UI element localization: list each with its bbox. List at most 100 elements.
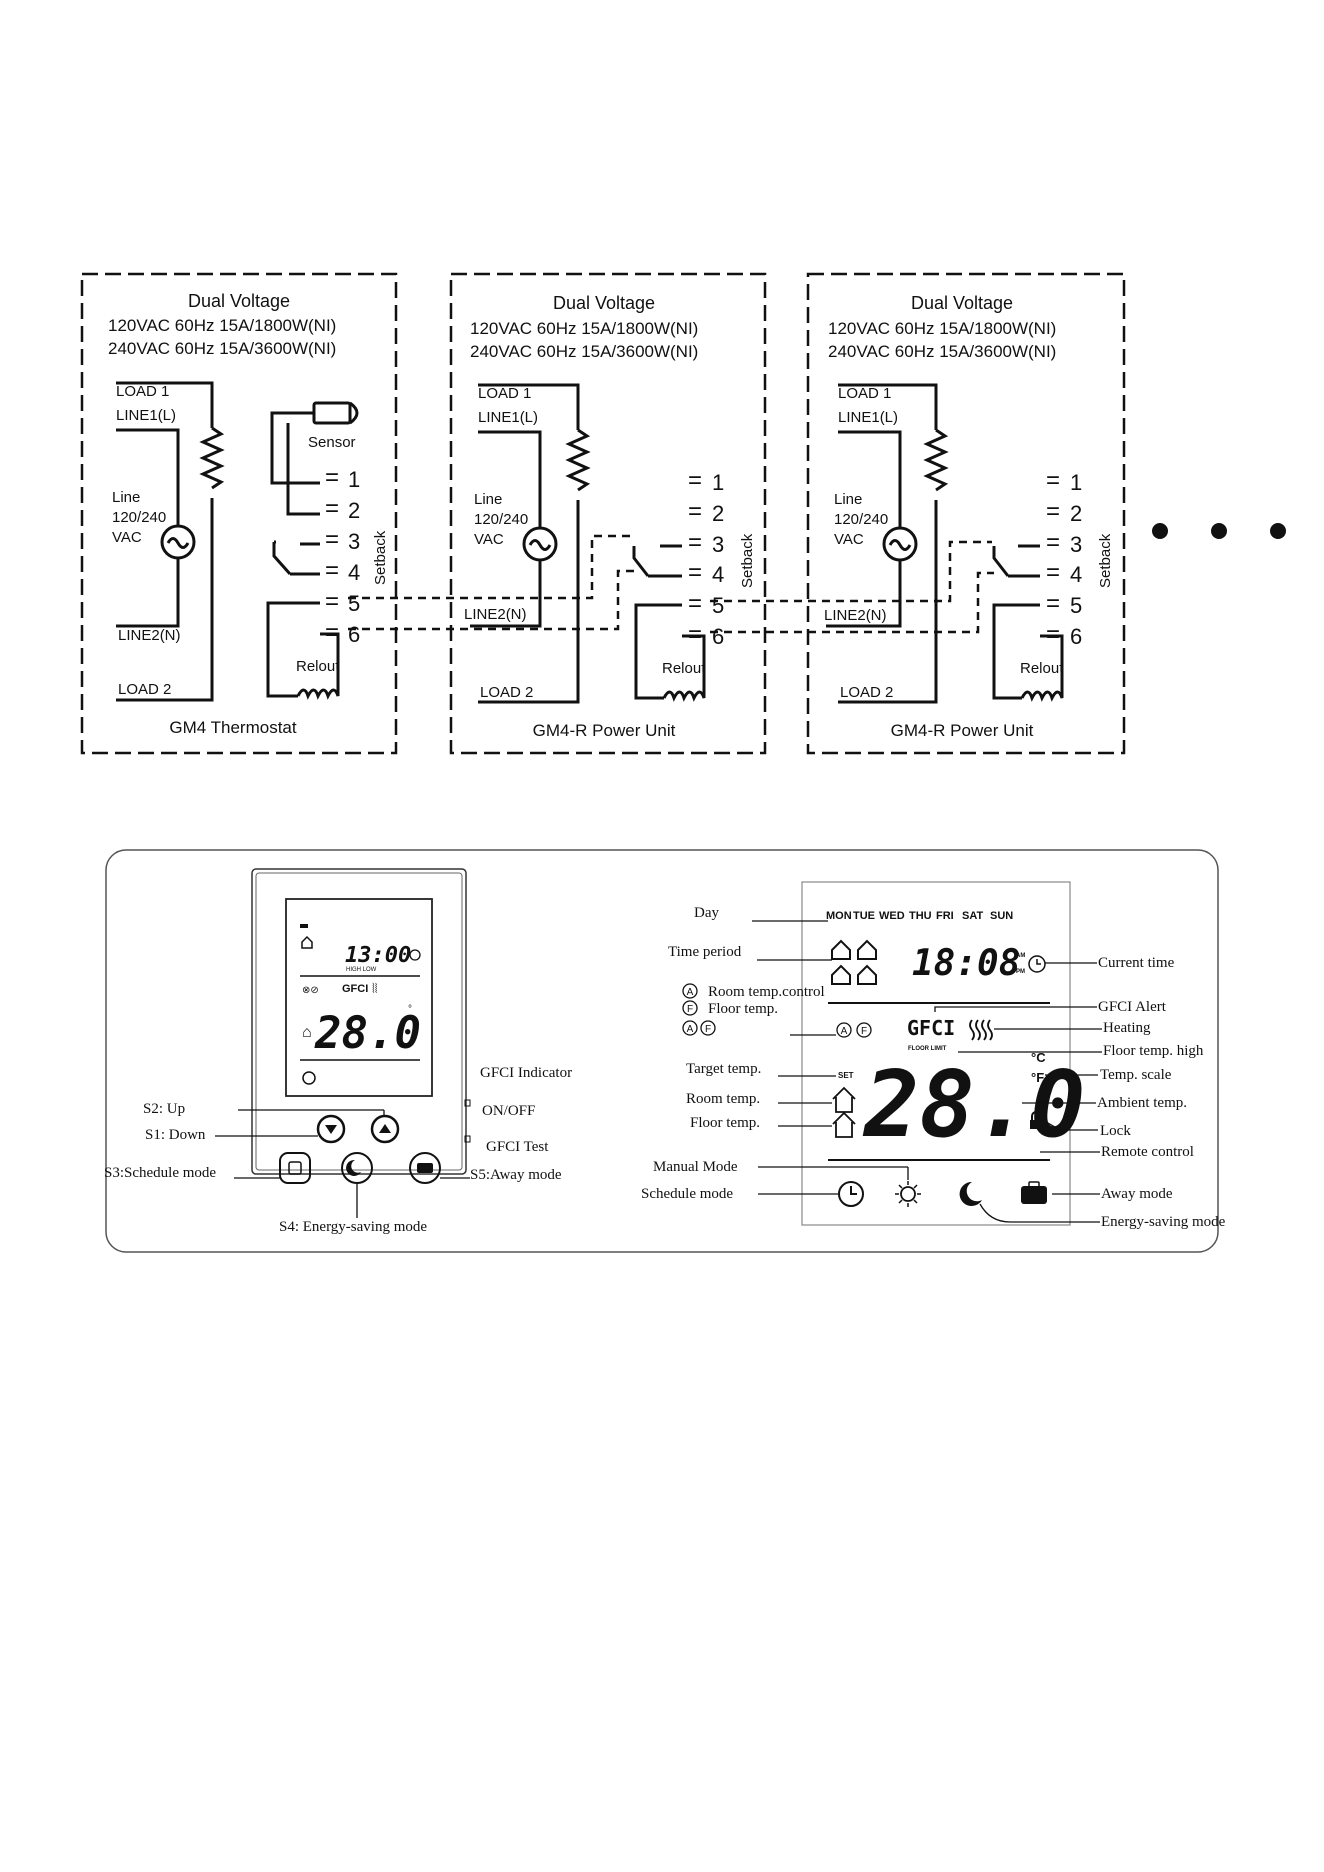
terminal-mark: = <box>688 559 702 586</box>
device-lcd <box>285 898 433 1097</box>
moon-icon <box>346 1159 361 1176</box>
relout-label: Relout <box>296 658 340 675</box>
terminal-mark: = <box>325 464 339 491</box>
lcd-segment-map: MON TUE WED THU FRI SAT SUN 18:08 AM PM <box>801 881 1086 1226</box>
setback-label: Setback <box>1097 533 1114 588</box>
fahrenheit-indicator: °F <box>1031 1070 1044 1085</box>
day-row: MON TUE WED THU FRI SAT SUN <box>826 910 1013 922</box>
terminal-block: = 1 = 2 = 3 = 4 = 5 = 6 <box>1046 467 1082 649</box>
load2-wire <box>838 500 938 704</box>
down-button[interactable] <box>316 1114 346 1144</box>
schedule-button[interactable] <box>279 1152 311 1184</box>
interconnect-wire <box>710 571 994 634</box>
lcd-temp-text: 28.0 <box>314 1008 421 1059</box>
day-tue: TUE <box>853 910 875 922</box>
terminal-block: = 1 = 2 = 3 = 4 = 5 = 6 <box>688 467 724 649</box>
sensor-label: Sensor <box>308 434 356 451</box>
relout-wire-a <box>266 601 320 698</box>
terminal-number: 3 <box>1070 532 1082 557</box>
away-mode-callout: Away mode <box>1101 1186 1173 1202</box>
rating-120: 120VAC 60Hz 15A/1800W(NI) <box>470 319 698 338</box>
floor-temp-icon <box>832 1111 856 1138</box>
up-button[interactable] <box>370 1114 400 1144</box>
load2-label: LOAD 2 <box>840 684 893 701</box>
time-period-callout: Time period <box>668 944 742 960</box>
load1-wire <box>116 381 214 428</box>
sun-rays <box>895 1181 921 1207</box>
unit-frame <box>806 272 1126 755</box>
lock-callout: Lock <box>1100 1123 1131 1139</box>
control-panel-figure: 13:00 HIGH LOW ⊗⊘ GFCI ⦚⦚ ⌂ 28.0 ° <box>104 849 1226 1253</box>
gfci-test-button[interactable] <box>464 1135 471 1143</box>
terminal-number: 6 <box>1070 624 1082 649</box>
line-label-a: Line <box>474 491 502 508</box>
target-temp-callout: Target temp. <box>686 1061 761 1077</box>
terminal-number: 3 <box>712 532 724 557</box>
line-label-b: 120/240 <box>474 511 528 528</box>
gfci-alert-callout: GFCI Alert <box>1098 999 1167 1015</box>
unit-frame <box>449 272 767 755</box>
continuation-dot-icon <box>1211 523 1227 539</box>
room-temp-control-letter: A <box>841 1026 848 1037</box>
voltage-title: Dual Voltage <box>911 293 1013 313</box>
load1-wire <box>478 383 580 430</box>
floor-temp-high-callout: Floor temp. high <box>1103 1043 1204 1059</box>
load2-wire <box>478 500 580 704</box>
day-mon: MON <box>826 910 852 922</box>
terminal-mark: = <box>325 588 339 615</box>
on-off-switch[interactable] <box>464 1099 471 1107</box>
interconnect-wire <box>348 534 632 600</box>
line-label-c: VAC <box>834 531 864 548</box>
heater-resistor-symbol <box>565 428 591 492</box>
rating-240: 240VAC 60Hz 15A/3600W(NI) <box>470 342 698 361</box>
s5-label: S5:Away mode <box>470 1167 562 1183</box>
schedule-mode-clock-icon <box>838 1181 864 1207</box>
clock-hands <box>1036 959 1041 965</box>
setback-switch-icon <box>992 544 1040 578</box>
load2-wire <box>116 498 214 702</box>
terminal-number: 2 <box>1070 501 1082 526</box>
relay-coil-icon <box>296 632 340 700</box>
day-thu: THU <box>909 910 932 922</box>
gfci-indicator-label: GFCI Indicator <box>480 1065 572 1081</box>
temp-scale-callout: Temp. scale <box>1100 1067 1172 1083</box>
line1-label: LINE1(L) <box>838 409 898 426</box>
terminal-number: 4 <box>348 560 360 585</box>
relay-coil-icon <box>1020 634 1064 702</box>
wiring-diagram: Dual Voltage 120VAC 60Hz 15A/1800W(NI) 2… <box>80 272 1286 755</box>
load1-label: LOAD 1 <box>116 383 169 400</box>
lcd-temp-text: 28.0 <box>862 1051 1086 1158</box>
lcd-clock-text: 13:00 <box>345 943 411 968</box>
remote-control-callout: Remote control <box>1101 1144 1194 1160</box>
room-temp-control-callout: Room temp.control <box>708 984 825 1000</box>
away-button[interactable] <box>409 1152 441 1184</box>
leader-line <box>979 1203 1100 1223</box>
lcd-clock-icon <box>409 949 421 961</box>
interconnect-wires <box>348 534 994 634</box>
line2-label: LINE2(N) <box>118 627 181 644</box>
terminal-mark: = <box>688 529 702 556</box>
schedule-clock-hands <box>850 1186 857 1195</box>
unit-frame <box>80 272 398 755</box>
room-temp-callout: Room temp. <box>686 1091 760 1107</box>
terminal-number: 2 <box>348 498 360 523</box>
line-label-c: VAC <box>474 531 504 548</box>
room-temp-control-icon <box>836 1022 852 1038</box>
rating-120: 120VAC 60Hz 15A/1800W(NI) <box>108 316 336 335</box>
terminal-mark: = <box>688 590 702 617</box>
terminal-mark: = <box>1046 590 1060 617</box>
legend-letter-f-2: F <box>705 1024 711 1035</box>
terminal-mark: = <box>688 621 702 648</box>
lcd-callouts: Day Time period A Room temp.control F Fl… <box>641 905 1226 1230</box>
load1-label: LOAD 1 <box>838 385 891 402</box>
set-indicator: SET <box>838 1071 854 1080</box>
terminal-mark: = <box>325 495 339 522</box>
lcd-high-low-text: HIGH LOW <box>346 967 377 973</box>
terminal-mark: = <box>1046 559 1060 586</box>
unit-name: GM4-R Power Unit <box>533 721 676 740</box>
heater-resistor-symbol <box>923 428 949 492</box>
setback-switch-icon <box>272 540 320 576</box>
lcd-degree-icon: ° <box>408 1004 412 1015</box>
lcd-period-icon <box>301 935 313 949</box>
s3-label: S3:Schedule mode <box>104 1165 216 1181</box>
